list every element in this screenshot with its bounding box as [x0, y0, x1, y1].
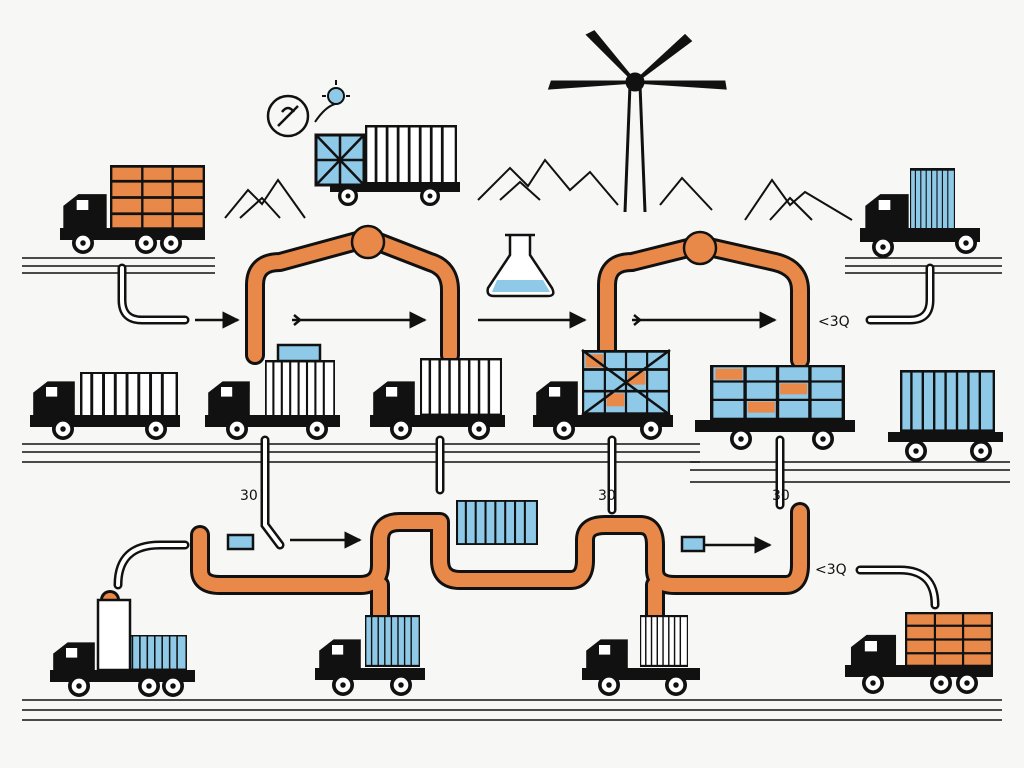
truck-bottom-1 — [50, 598, 195, 697]
flask-icon — [486, 233, 555, 298]
wind-turbine-icon — [547, 30, 727, 213]
mountains-center — [477, 158, 713, 211]
truck-bottom-3 — [582, 615, 700, 696]
truck-row2-6 — [888, 370, 1003, 462]
truck-top-left — [60, 165, 205, 254]
mark-row3-left: 30 — [240, 488, 258, 504]
truck-bottom-4 — [845, 612, 993, 694]
mark-row3-mid: 30 — [598, 488, 616, 504]
flow-arrows-reverse — [293, 314, 641, 326]
container-center — [456, 500, 538, 545]
mark-row2-right: <3Q — [818, 314, 850, 330]
truck-row2-1 — [30, 372, 180, 440]
truck-row2-4 — [533, 348, 673, 440]
pipeline-network-fill — [103, 231, 807, 675]
truck-row2-3 — [370, 358, 505, 440]
mountains-left — [224, 178, 306, 219]
gear-icon — [266, 94, 310, 138]
pipe-junction-left — [350, 224, 386, 260]
truck-row2-2 — [205, 343, 340, 440]
small-crate-left — [226, 533, 255, 551]
lightbulb-icon — [314, 80, 350, 123]
truck-row2-5 — [695, 366, 855, 450]
small-crate-right — [680, 535, 706, 553]
mountains-right — [744, 178, 853, 221]
truck-top-center — [314, 125, 460, 206]
mark-row3-right: 30 — [772, 488, 790, 504]
mark-row3-far-right: <3Q — [815, 562, 847, 578]
flow-arrows — [195, 311, 777, 554]
truck-bottom-2 — [315, 615, 425, 696]
truck-top-right — [860, 168, 980, 258]
pipe-junction-right — [682, 230, 718, 266]
road-lines — [22, 257, 1010, 721]
conduits-inner — [116, 266, 937, 607]
